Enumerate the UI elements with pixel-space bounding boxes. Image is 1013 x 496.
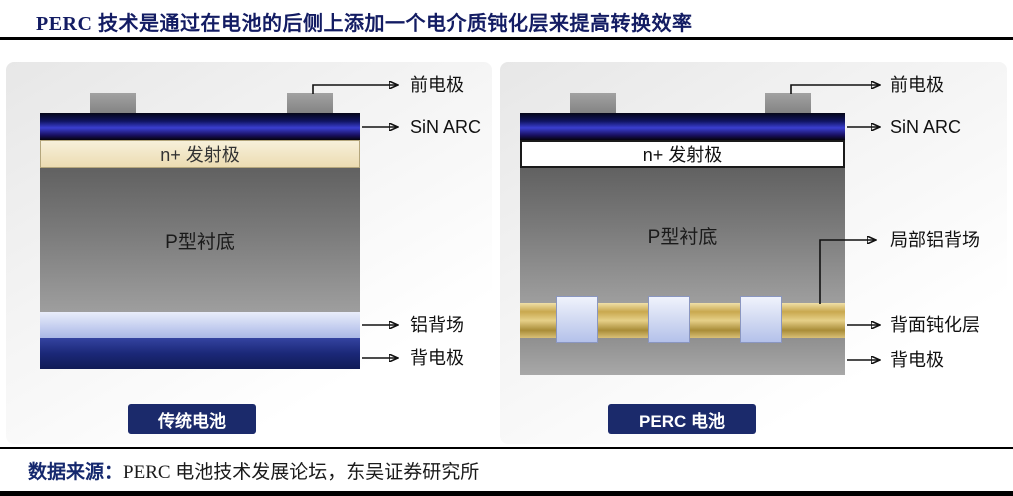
perc-local-bsf-block-1: [556, 296, 598, 343]
data-source-prefix: 数据来源：: [28, 462, 124, 483]
label-trad-sin-arc: SiN ARC: [410, 117, 482, 137]
label-perc-front-electrode: 前电极: [890, 75, 944, 95]
trad-substrate-layer: P型衬底: [40, 168, 360, 312]
footer-divider-top: [0, 447, 1013, 449]
data-source-line: 数据来源：PERC 电池技术发展论坛，东吴证券研究所: [28, 457, 479, 484]
trad-emitter-layer: n+ 发射极: [40, 140, 360, 168]
trad-cell-badge: 传统电池: [128, 404, 256, 434]
label-trad-front-electrode: 前电极: [410, 75, 464, 95]
trad-front-electrode-bump-2: [287, 93, 333, 114]
label-perc-local-al-bsf: 局部铝背场: [890, 230, 980, 250]
label-perc-rear-passivation: 背面钝化层: [890, 315, 980, 335]
perc-local-bsf-block-2: [648, 296, 690, 343]
trad-back-electrode-layer: [40, 338, 360, 369]
perc-front-electrode-bump-1: [570, 93, 616, 114]
perc-back-electrode-layer: [520, 338, 845, 375]
trad-front-electrode-bump-1: [90, 93, 136, 114]
perc-cell-badge: PERC 电池: [608, 404, 756, 434]
perc-emitter-layer: n+ 发射极: [520, 140, 845, 168]
trad-sin-arc-layer: [40, 113, 360, 140]
label-trad-back-electrode: 背电极: [410, 348, 464, 368]
label-trad-al-bsf: 铝背场: [410, 315, 464, 335]
perc-front-electrode-bump-2: [765, 93, 811, 114]
figure-title: PERC 技术是通过在电池的后侧上添加一个电介质钝化层来提高转换效率: [36, 13, 693, 35]
perc-local-bsf-block-3: [740, 296, 782, 343]
footer-divider-bottom: [0, 491, 1013, 496]
title-divider: [0, 37, 1013, 40]
perc-sin-arc-layer: [520, 113, 845, 140]
label-perc-sin-arc: SiN ARC: [890, 117, 962, 137]
label-perc-back-electrode: 背电极: [890, 350, 944, 370]
trad-al-bsf-layer: [40, 312, 360, 338]
perc-substrate-layer: P型衬底: [520, 168, 845, 303]
data-source-text: PERC 电池技术发展论坛，东吴证券研究所: [123, 462, 480, 483]
